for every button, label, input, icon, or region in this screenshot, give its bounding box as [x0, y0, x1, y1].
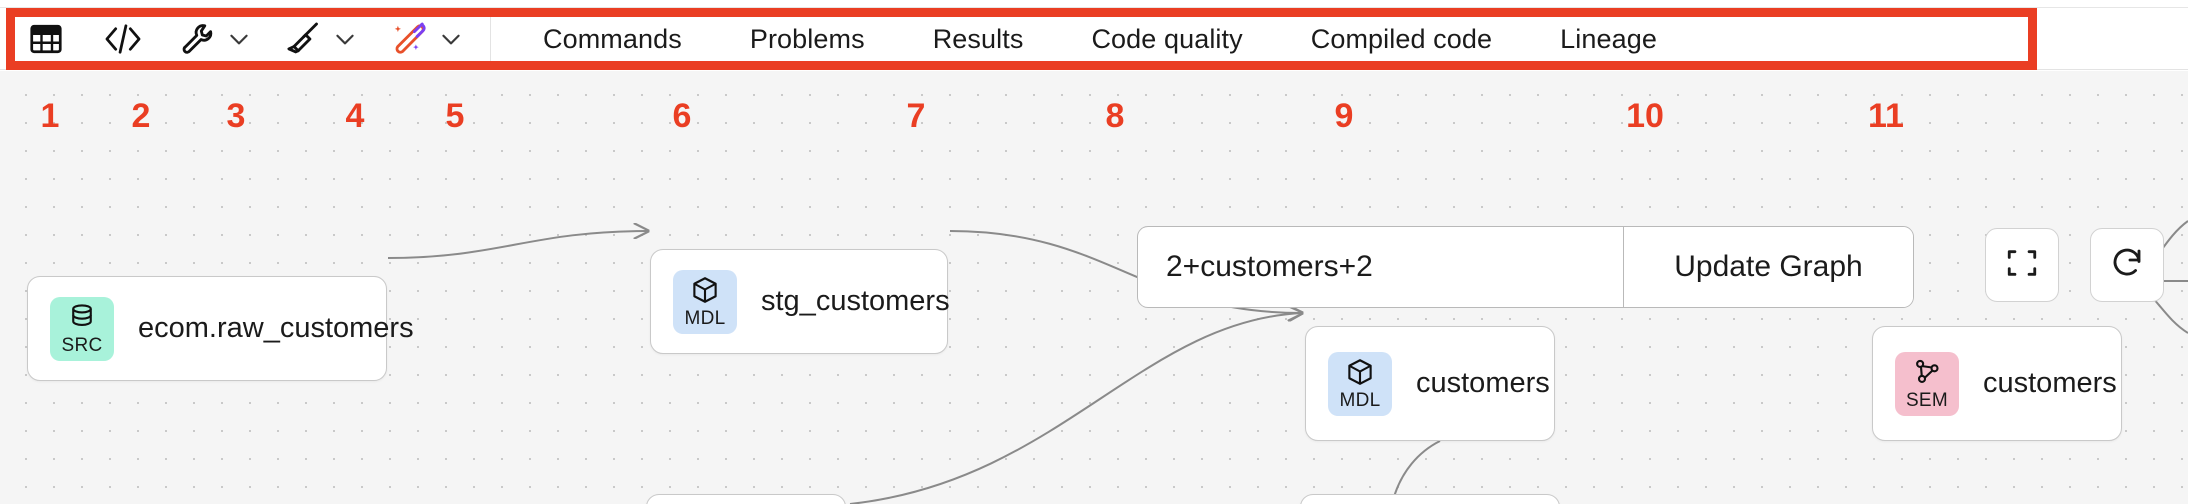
graph-node-partial[interactable] — [646, 494, 846, 504]
semantic-icon — [1912, 357, 1942, 387]
node-label: customers — [1983, 367, 2117, 399]
editor-toolbar: Commands Problems Results Code quality Compi… — [0, 7, 2188, 70]
reload-icon — [2109, 245, 2145, 286]
reload-button[interactable] — [2090, 228, 2164, 302]
tab-code-quality[interactable]: Code quality — [1091, 23, 1243, 54]
node-type-badge: MDL — [1328, 351, 1392, 416]
database-icon — [67, 302, 97, 332]
graph-node[interactable]: MDL customers — [1305, 326, 1555, 441]
cube-icon — [690, 275, 720, 305]
graph-node[interactable]: SEM customers — [1872, 326, 2122, 441]
tab-results[interactable]: Results — [932, 23, 1024, 54]
node-label: stg_customers — [761, 285, 950, 317]
toolbar-tool-group — [0, 8, 468, 70]
code-icon — [104, 22, 142, 56]
node-type-badge: SEM — [1895, 351, 1959, 416]
wrench-icon — [180, 21, 216, 57]
tools-button[interactable] — [174, 16, 222, 62]
node-label: ecom.raw_customers — [138, 312, 414, 344]
node-type-badge: SRC — [50, 296, 114, 361]
magic-wand-icon — [390, 21, 428, 57]
format-button[interactable] — [278, 16, 328, 62]
table-icon — [28, 21, 64, 57]
tab-lineage[interactable]: Lineage — [1560, 23, 1657, 54]
node-type-badge: MDL — [673, 269, 737, 334]
node-type-label: MDL — [1339, 390, 1381, 411]
graph-search-bar[interactable]: Update Graph — [1137, 226, 1914, 308]
format-chevron-down-icon[interactable] — [328, 16, 362, 62]
ai-assist-button[interactable] — [384, 16, 434, 62]
tab-compiled-code[interactable]: Compiled code — [1310, 23, 1493, 54]
lineage-canvas[interactable]: Update Graph SRCecom.raw_customersMDLstg… — [0, 71, 2188, 504]
tab-commands[interactable]: Commands — [543, 23, 682, 54]
cube-icon — [1345, 357, 1375, 387]
node-type-label: SEM — [1905, 390, 1949, 411]
node-type-label: MDL — [684, 308, 726, 329]
graph-node-partial[interactable] — [1300, 494, 1560, 504]
graph-node[interactable]: SRC ecom.raw_customers — [27, 276, 414, 381]
tools-chevron-down-icon[interactable] — [222, 16, 256, 62]
editor-tabs: Commands Problems Results Code quality Compi… — [491, 8, 1691, 70]
table-button[interactable] — [22, 16, 70, 62]
graph-search-input[interactable] — [1138, 227, 1623, 307]
window-top-strip — [0, 0, 2188, 8]
graph-node[interactable]: MDL stg_customers — [650, 249, 950, 354]
broom-icon — [284, 21, 322, 57]
node-type-label: SRC — [61, 335, 103, 356]
update-graph-button[interactable]: Update Graph — [1623, 227, 1913, 307]
node-label: customers — [1416, 367, 1550, 399]
toolbar-divider — [490, 7, 491, 70]
ai-assist-chevron-down-icon[interactable] — [434, 16, 468, 62]
code-button[interactable] — [98, 16, 148, 62]
fit-view-icon — [2005, 246, 2039, 285]
tab-problems[interactable]: Problems — [749, 23, 865, 54]
fit-view-button[interactable] — [1985, 228, 2059, 302]
